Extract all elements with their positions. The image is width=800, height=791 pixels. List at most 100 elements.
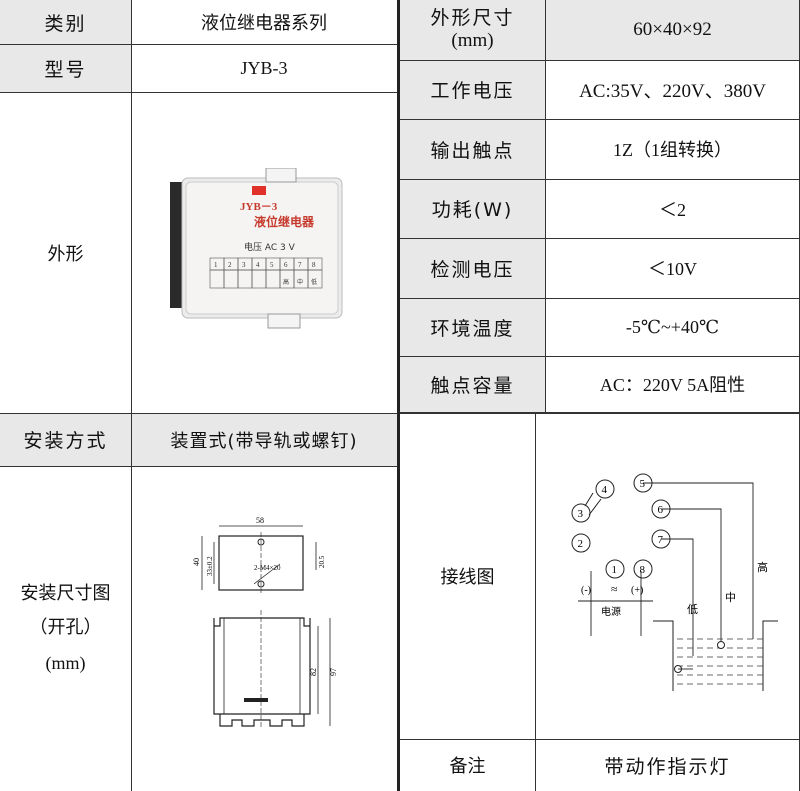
pin-circle <box>633 559 652 578</box>
pin-number: 1 <box>611 564 617 576</box>
dim-height-40: 40 <box>192 558 201 566</box>
label-high: 高 <box>757 560 768 574</box>
lead-high <box>642 482 753 639</box>
label-ambient-temp-text: 环境温度 <box>430 317 515 340</box>
label-dim-line2: （开孔） <box>29 617 102 639</box>
dim-right: 20.5 <box>318 555 326 568</box>
label-mounting-text: 安装方式 <box>23 430 108 452</box>
side-view-terminals <box>219 713 305 727</box>
label-working-voltage: 工作电压 <box>400 60 545 119</box>
value-dimensions: 60×40×92 <box>545 0 800 60</box>
power-label: 电源 <box>601 605 621 618</box>
label-dim-line1: 安装尺寸图 <box>20 583 111 605</box>
label-model: 型号 <box>0 44 131 92</box>
pin-circle <box>605 559 624 578</box>
label-wiring: 接线图 <box>400 412 535 739</box>
label-dimension-drawing: 安装尺寸图 （开孔） (mm) <box>0 466 131 791</box>
value-working-voltage-text: AC:35V、220V、380V <box>579 81 766 102</box>
value-output-contact-text: 1Z（1组转换） <box>613 140 732 160</box>
tank-right-wall <box>762 620 778 691</box>
pin-number: 6 <box>657 504 663 516</box>
relay-top-clip <box>265 167 297 182</box>
lead-mid <box>660 508 721 641</box>
value-remark: 带动作指示灯 <box>535 739 800 791</box>
value-model-text: JYB-3 <box>240 57 288 78</box>
label-power: 功耗(W) <box>400 179 545 238</box>
pin-number: 8 <box>639 564 645 576</box>
pin-number: 5 <box>639 478 645 490</box>
label-wiring-text: 接线图 <box>440 566 495 588</box>
value-detect-voltage-text: ＜10V <box>648 259 697 279</box>
pin-circle <box>571 533 590 552</box>
lead-low <box>660 538 693 656</box>
label-detect-voltage: 检测电压 <box>400 238 545 298</box>
label-model-text: 型号 <box>44 58 87 81</box>
dim-screw: 2-M4×20 <box>254 564 281 572</box>
terminal-cell <box>307 269 323 288</box>
label-detect-voltage-text: 检测电压 <box>430 258 515 281</box>
label-mid: 中 <box>725 591 736 604</box>
label-category: 类别 <box>0 0 131 44</box>
pin-circle <box>595 479 614 498</box>
indicator-led <box>252 185 266 195</box>
terminal-label: 高 <box>283 278 289 286</box>
label-dim-line3: (mm) <box>45 652 86 673</box>
label-remark-text: 备注 <box>449 756 486 777</box>
pin-number: 2 <box>577 538 583 550</box>
value-contact-capacity: AC：220V 5A阻性 <box>545 356 800 412</box>
relay-bottom-clip <box>267 313 301 328</box>
label-working-voltage-text: 工作电压 <box>430 80 515 102</box>
relay-model-label: JYB－3 <box>240 201 278 213</box>
dim-height-97: 97 <box>329 668 338 676</box>
power-ac: ≈ <box>611 582 618 596</box>
relay-name-label: 液位继电器 <box>254 214 315 229</box>
label-dimensions: 外形尺寸 (mm) <box>400 0 545 60</box>
power-minus: (-) <box>581 585 591 596</box>
terminal-number: 3 <box>242 261 246 269</box>
pin-number: 7 <box>657 534 663 546</box>
label-output-contact: 输出触点 <box>400 119 545 179</box>
dim-hole-spacing: 33±0.2 <box>206 555 214 575</box>
dimension-drawing-cell: 58 40 33±0.2 20.5 2-M4×20 82 97 <box>131 466 397 791</box>
value-ambient-temp-text: -5℃~+40℃ <box>625 316 720 337</box>
value-model: JYB-3 <box>131 44 397 92</box>
label-dimensions-line2: (mm) <box>451 30 494 51</box>
label-remark: 备注 <box>400 739 535 791</box>
label-power-text: 功耗(W) <box>431 199 514 221</box>
label-category-text: 类别 <box>44 12 87 35</box>
value-remark-text: 带动作指示灯 <box>604 755 731 778</box>
dim-top-width: 58 <box>256 516 264 525</box>
value-working-voltage: AC:35V、220V、380V <box>545 60 800 119</box>
terminal-label: 低 <box>311 278 317 286</box>
pin-number: 3 <box>577 508 583 520</box>
dim-height-82: 82 <box>309 668 318 676</box>
terminal-label: 中 <box>297 278 303 286</box>
value-power-text: ＜2 <box>659 199 686 220</box>
power-plus: (+) <box>631 585 643 596</box>
value-contact-capacity-text: AC：220V 5A阻性 <box>599 375 746 395</box>
value-power: ＜2 <box>545 179 800 238</box>
terminal-number: 6 <box>284 261 288 269</box>
label-dimensions-line1: 外形尺寸 <box>430 7 515 30</box>
value-output-contact: 1Z（1组转换） <box>545 119 800 179</box>
terminal-number: 1 <box>214 261 218 269</box>
label-ambient-temp: 环境温度 <box>400 298 545 356</box>
terminal-number: 5 <box>270 261 274 269</box>
value-category: 液位继电器系列 <box>131 0 397 44</box>
terminal-number: 2 <box>228 261 232 269</box>
value-mounting-text: 装置式(带导轨或螺钉) <box>170 430 358 452</box>
relay-voltage-label: 电压 AC 3 V <box>244 241 296 253</box>
value-dimensions-text: 60×40×92 <box>633 19 712 40</box>
label-output-contact-text: 输出触点 <box>430 139 515 162</box>
label-contact-capacity: 触点容量 <box>400 356 545 412</box>
dimension-drawing: 58 40 33±0.2 20.5 2-M4×20 82 97 <box>192 516 338 729</box>
label-appearance-text: 外形 <box>47 243 84 265</box>
value-category-text: 液位继电器系列 <box>201 13 327 34</box>
label-low: 低 <box>687 603 698 616</box>
label-appearance: 外形 <box>0 92 131 413</box>
